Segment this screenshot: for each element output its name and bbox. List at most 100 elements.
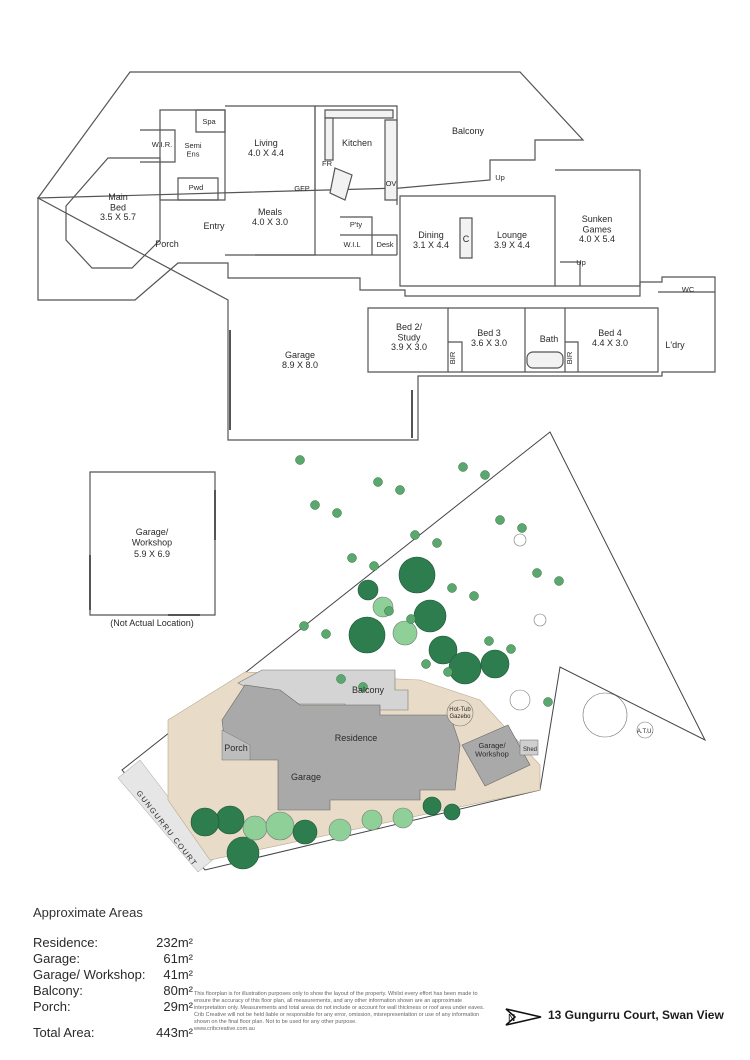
shrub-icon: [321, 629, 331, 639]
tree-icon: [215, 805, 245, 835]
tree-icon: [509, 689, 531, 711]
shrub-icon: [443, 667, 453, 677]
room-name: Dining: [418, 230, 444, 240]
area-value: 232m²: [156, 935, 193, 950]
website-url: www.cribcreative.com.au: [194, 1026, 255, 1032]
label-up1: Up: [495, 173, 505, 182]
floor-plan: [36, 71, 716, 616]
shrub-icon: [295, 455, 305, 465]
label-pty: P'ty: [350, 220, 363, 229]
label-wc: WC: [682, 285, 695, 294]
area-value: 61m²: [163, 951, 193, 966]
shrub-icon: [458, 462, 468, 472]
label-wil: W.I.L: [343, 240, 360, 249]
shrub-icon: [554, 576, 564, 586]
property-address: 13 Gungurru Court, Swan View: [548, 1008, 724, 1022]
area-row: Residence: 232m²: [33, 935, 193, 953]
shrub-icon: [332, 508, 342, 518]
shrub-icon: [484, 636, 494, 646]
workshop-name: Garage/Workshop: [132, 527, 172, 547]
tree-icon: [413, 599, 447, 633]
site-residence: [221, 684, 461, 811]
site-label-atu: A.T.U.: [637, 729, 654, 735]
site-label-residence: Residence: [335, 733, 378, 743]
shrub-icon: [480, 470, 490, 480]
shrub-icon: [469, 591, 479, 601]
compass-letter: N: [508, 1013, 515, 1024]
tree-icon: [480, 649, 510, 679]
shrub-icon: [310, 500, 320, 510]
tree-icon: [428, 635, 458, 665]
shrub-icon: [358, 682, 368, 692]
site-plan: [117, 431, 707, 873]
room-name: Bed 3: [477, 328, 501, 338]
shrub-icon: [421, 659, 431, 669]
room-name: W.I.R.: [152, 140, 172, 149]
label-ov: OV: [386, 179, 397, 188]
tree-icon: [513, 533, 527, 547]
tree-icon: [265, 811, 295, 841]
label-desk: Desk: [376, 240, 393, 249]
label-entry: Entry: [203, 221, 225, 231]
footer-address-block: N 13 Gungurru Court, Swan View: [503, 1005, 743, 1035]
site-label-shed: Shed: [523, 747, 537, 753]
area-name: Residence:: [33, 935, 99, 950]
area-row: Porch:29m²: [33, 999, 193, 1017]
shrub-icon: [369, 561, 379, 571]
room-size: 3.6 X 3.0: [471, 338, 507, 348]
shrub-icon: [432, 538, 442, 548]
site-label-workshop: Garage/Workshop: [475, 741, 509, 759]
shrub-icon: [395, 485, 405, 495]
room-name: L'dry: [665, 340, 685, 350]
room-name: Lounge: [497, 230, 527, 240]
tree-icon: [292, 819, 318, 845]
workshop-note: (Not Actual Location): [110, 618, 194, 628]
shrub-icon: [373, 477, 383, 487]
site-label-garage: Garage: [291, 772, 321, 782]
room-name: Living: [254, 138, 278, 148]
area-value: 80m²: [163, 983, 193, 998]
area-row: Garage/ Workshop:41m²: [33, 967, 193, 985]
room-size: 4.0 X 3.0: [252, 217, 288, 227]
tree-icon: [242, 815, 268, 841]
room-size: 4.0 X 5.4: [579, 234, 615, 244]
area-name: Garage/ Workshop:: [33, 967, 146, 982]
room-size: 3.1 X 4.4: [413, 240, 449, 250]
tree-icon: [533, 613, 547, 627]
total-area-name: Total Area:: [33, 1025, 95, 1040]
room-size: 3.9 X 4.4: [494, 240, 530, 250]
shrub-icon: [299, 621, 309, 631]
room-name: Bed 2/Study: [396, 322, 423, 342]
tree-icon: [398, 556, 436, 594]
room-name: Balcony: [452, 126, 485, 136]
total-area-value: 443m²: [156, 1025, 193, 1040]
disclaimer: This floorplan is for illustration purpo…: [194, 991, 494, 1033]
area-name: Garage:: [33, 951, 80, 966]
tree-icon: [448, 651, 482, 685]
shrub-icon: [347, 553, 357, 563]
tree-icon: [328, 818, 352, 842]
tree-icon: [361, 809, 383, 831]
shrub-icon: [495, 515, 505, 525]
room-name: Bed 4: [598, 328, 622, 338]
label-bir1: BIR: [448, 351, 457, 364]
shrub-icon: [506, 644, 516, 654]
room-name: Bath: [540, 334, 559, 344]
label-gfp: GFP: [294, 184, 309, 193]
disclaimer-text: This floorplan is for illustration purpo…: [194, 991, 485, 1025]
shrub-icon: [532, 568, 542, 578]
tree-icon: [226, 836, 260, 870]
site-label-balcony: Balcony: [352, 685, 385, 695]
label-porch: Porch: [155, 239, 179, 249]
area-name: Balcony:: [33, 983, 83, 998]
tree-icon: [392, 807, 414, 829]
area-row: Garage: 61m²: [33, 951, 193, 969]
shrub-icon: [384, 606, 394, 616]
balcony-outline: [36, 71, 585, 199]
site-label-porch: Porch: [224, 743, 248, 753]
